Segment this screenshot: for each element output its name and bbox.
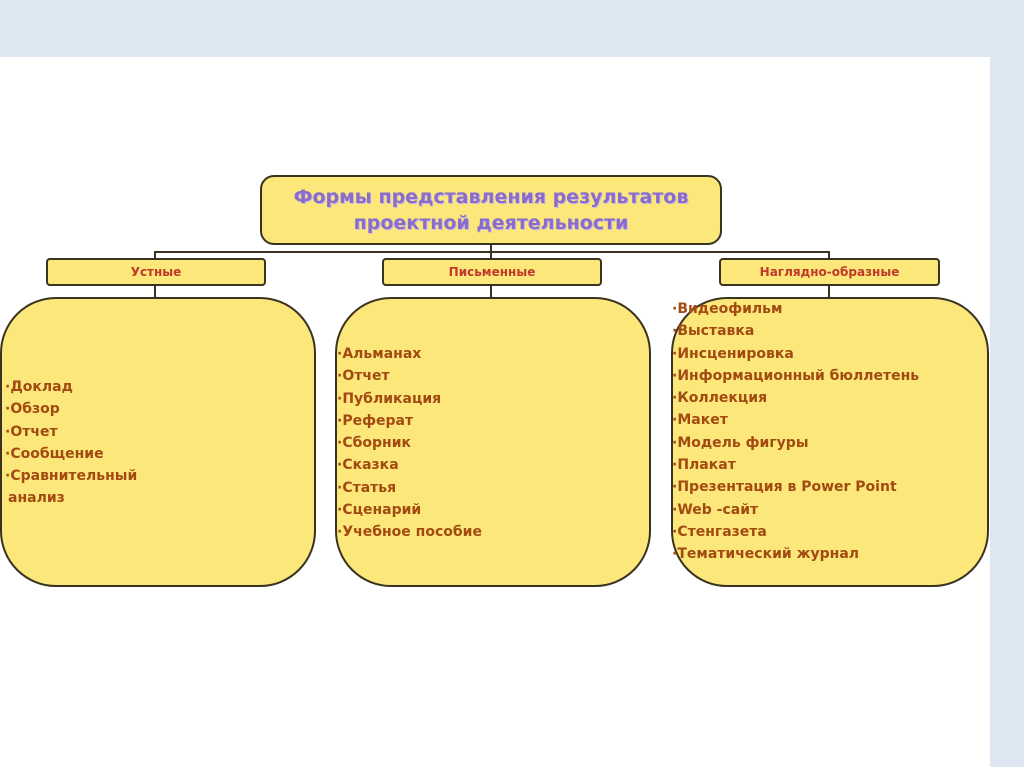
list-written: Альманах Отчет Публикация Реферат Сборни… — [337, 343, 482, 544]
list-item: Сказка — [337, 454, 482, 476]
list-item: Тематический журнал — [672, 543, 919, 565]
list-item: Стенгазета — [672, 521, 919, 543]
list-item: анализ — [8, 490, 65, 507]
connector-left-down — [154, 251, 156, 259]
category-written: Письменные — [382, 258, 602, 286]
category-visual: Наглядно-образные — [719, 258, 940, 286]
list-item: Видеофильм — [672, 298, 919, 320]
connector-right-box — [828, 286, 830, 298]
category-written-label: Письменные — [448, 265, 536, 279]
list-oral: Доклад Обзор Отчет Сообщение Сравнительн… — [5, 376, 137, 510]
list-item: Информационный бюллетень — [672, 365, 919, 387]
diagram-title: Формы представления результатов проектно… — [260, 175, 722, 245]
list-item: Макет — [672, 409, 919, 431]
list-item: Плакат — [672, 454, 919, 476]
list-item: Коллекция — [672, 387, 919, 409]
list-item: Презентация в Power Point — [672, 476, 919, 498]
list-item: Сравнительный — [5, 465, 137, 487]
list-item: Сборник — [337, 432, 482, 454]
list-item: Web -сайт — [672, 499, 919, 521]
list-item: Реферат — [337, 410, 482, 432]
category-oral-label: Устные — [130, 265, 182, 279]
list-item: Обзор — [5, 398, 137, 420]
category-oral: Устные — [46, 258, 266, 286]
list-item: Модель фигуры — [672, 432, 919, 454]
connector-title-down — [490, 245, 492, 252]
list-item: Статья — [337, 477, 482, 499]
connector-right-down — [828, 251, 830, 259]
title-line-1: Формы представления результатов — [293, 186, 689, 208]
category-visual-label: Наглядно-образные — [759, 265, 900, 279]
title-line-2: проектной деятельности — [353, 212, 629, 234]
list-item: Сценарий — [337, 499, 482, 521]
list-item: Альманах — [337, 343, 482, 365]
connector-horizontal — [154, 251, 830, 253]
list-item: Доклад — [5, 376, 137, 398]
connector-middle-down — [490, 251, 492, 259]
list-item: Учебное пособие — [337, 521, 482, 543]
connector-left-box — [154, 286, 156, 298]
list-item: Публикация — [337, 388, 482, 410]
list-item: Отчет — [5, 421, 137, 443]
list-item: Выставка — [672, 320, 919, 342]
list-item: Инсценировка — [672, 343, 919, 365]
connector-middle-box — [490, 286, 492, 298]
list-visual: Видеофильм Выставка Инсценировка Информа… — [672, 298, 919, 566]
list-item: Отчет — [337, 365, 482, 387]
list-item: Сообщение — [5, 443, 137, 465]
